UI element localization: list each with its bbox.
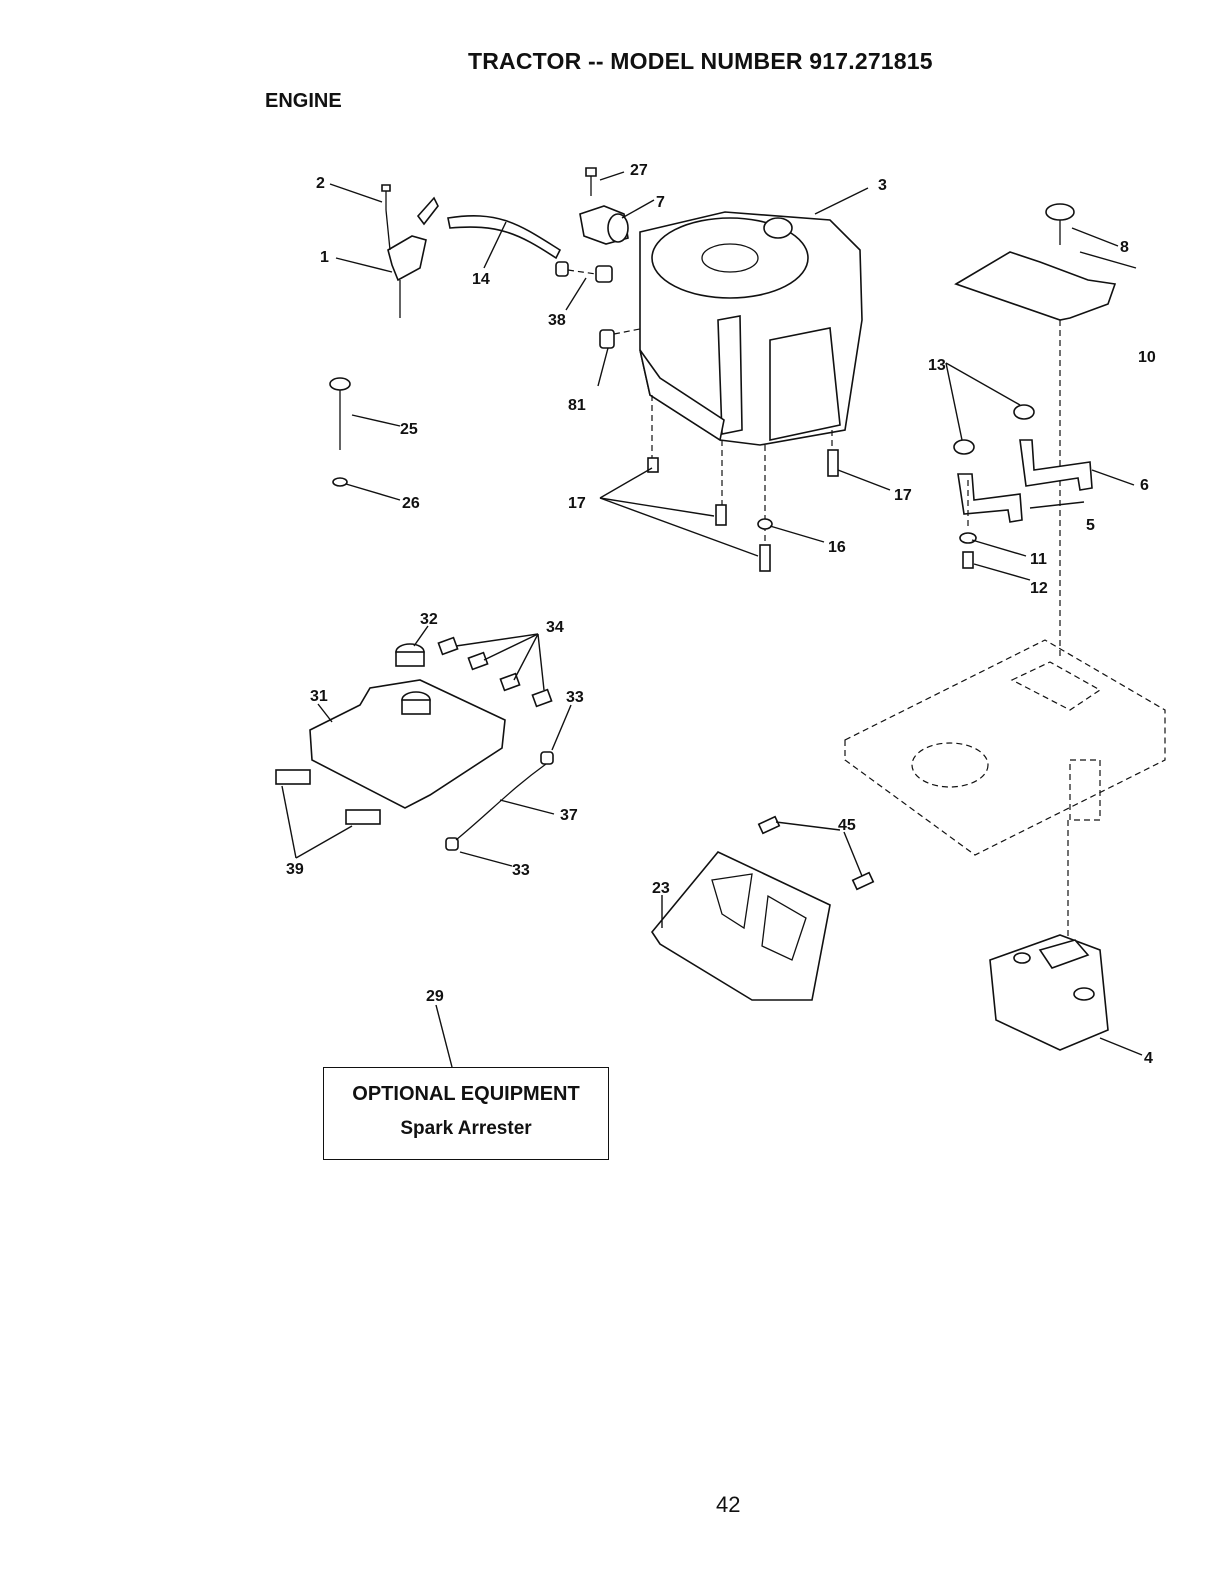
callout-37: 37 <box>560 807 578 824</box>
part-11-washer <box>960 533 976 543</box>
part-37-breather-hose <box>456 764 546 840</box>
callout-34: 34 <box>546 619 564 636</box>
callout-33b: 33 <box>512 862 530 879</box>
part-3-engine <box>640 212 862 445</box>
chassis-frame <box>845 640 1165 855</box>
callout-14: 14 <box>472 271 490 288</box>
callout-4: 4 <box>1144 1050 1153 1067</box>
part-23-mounting-bracket <box>652 852 830 1000</box>
callout-39: 39 <box>286 861 304 878</box>
part-6-exhaust-pipe <box>1020 440 1092 490</box>
part-1-throttle-control <box>386 198 438 318</box>
callout-7: 7 <box>656 194 665 211</box>
part-27-screw <box>586 168 596 196</box>
callout-3: 3 <box>878 177 887 194</box>
optional-equipment-box: OPTIONAL EQUIPMENT Spark Arrester <box>323 1067 609 1160</box>
callout-8: 8 <box>1120 239 1129 256</box>
callout-32: 32 <box>420 611 438 628</box>
callout-10: 10 <box>1138 349 1156 366</box>
callout-11: 11 <box>1030 551 1047 568</box>
part-32-cap <box>396 644 424 666</box>
callout-25: 25 <box>400 421 418 438</box>
part-26-washer <box>333 478 347 486</box>
callout-6: 6 <box>1140 477 1149 494</box>
callout-16: 16 <box>828 539 846 556</box>
callout-26: 26 <box>402 495 420 512</box>
callout-45: 45 <box>838 817 856 834</box>
callout-17a: 17 <box>568 495 586 512</box>
part-7-clamp <box>580 206 628 244</box>
part-2-screw <box>382 185 390 210</box>
callout-23: 23 <box>652 880 670 897</box>
callout-33a: 33 <box>566 689 584 706</box>
callout-81: 81 <box>568 397 586 414</box>
callout-13: 13 <box>928 357 946 374</box>
callout-38: 38 <box>548 312 566 329</box>
callout-31: 31 <box>310 688 328 705</box>
callout-27: 27 <box>630 162 648 179</box>
callout-5: 5 <box>1086 517 1095 534</box>
part-12-bolt <box>963 552 973 568</box>
part-38-fitting <box>556 262 612 282</box>
callout-12: 12 <box>1030 580 1048 597</box>
part-31-air-filter-housing <box>310 680 505 808</box>
part-14-fuel-line <box>448 216 560 258</box>
callout-2: 2 <box>316 175 325 192</box>
part-10-heat-shield <box>956 252 1115 320</box>
callout-29: 29 <box>426 988 444 1005</box>
optional-equipment-item: Spark Arrester <box>324 1118 608 1140</box>
page-number: 42 <box>716 1492 740 1518</box>
part-8-knob <box>1046 204 1074 245</box>
callout-17b: 17 <box>894 487 912 504</box>
callout-1: 1 <box>320 249 329 266</box>
optional-equipment-heading: OPTIONAL EQUIPMENT <box>324 1083 608 1106</box>
part-16-washer <box>758 519 772 529</box>
part-81-nut <box>600 328 645 348</box>
part-4-muffler <box>990 935 1108 1050</box>
part-25-dipstick <box>330 378 350 450</box>
